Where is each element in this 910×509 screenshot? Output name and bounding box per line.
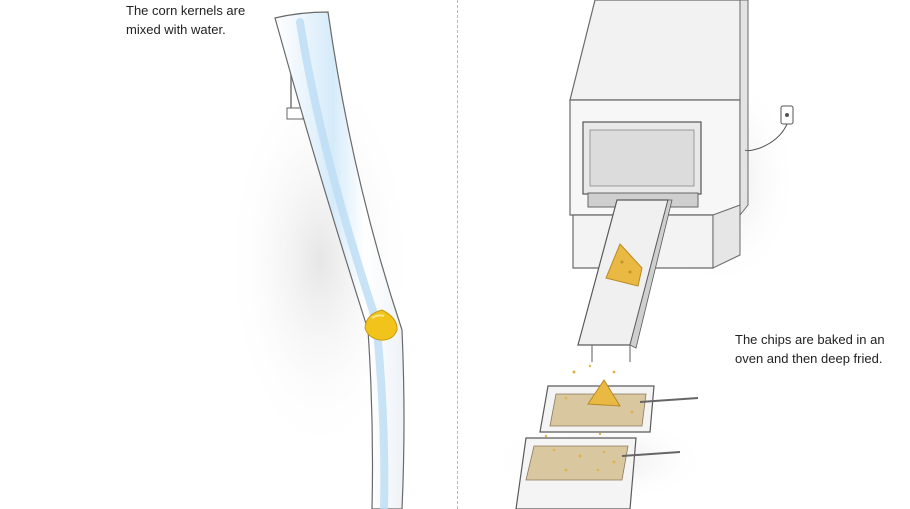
caption-chips-baked: The chips are baked in an oven and then … <box>735 332 885 366</box>
oven <box>569 0 800 290</box>
fryer-lower-oil <box>525 445 629 481</box>
fryer-upper-oil <box>549 393 647 427</box>
panel-divider <box>457 0 458 509</box>
chute-water-stream <box>296 18 389 509</box>
fryer-upper-handle <box>639 397 699 403</box>
water-chute <box>225 11 415 509</box>
corn-kernel-highlight <box>371 314 385 319</box>
caption-corn-mixed: The corn kernels are mixed with water. <box>126 3 246 37</box>
chute-body <box>274 11 405 509</box>
fryer-lower-handle <box>621 451 681 457</box>
oven-side <box>739 0 749 217</box>
oil-bubbles <box>544 364 634 472</box>
tortilla-chip-frying <box>587 379 621 407</box>
conveyor <box>577 199 673 362</box>
power-cord <box>744 123 788 152</box>
fryers <box>490 364 710 509</box>
chute-shadow <box>225 60 415 460</box>
tortilla-chip-conveyor <box>605 243 643 287</box>
oven-hood <box>569 0 746 101</box>
